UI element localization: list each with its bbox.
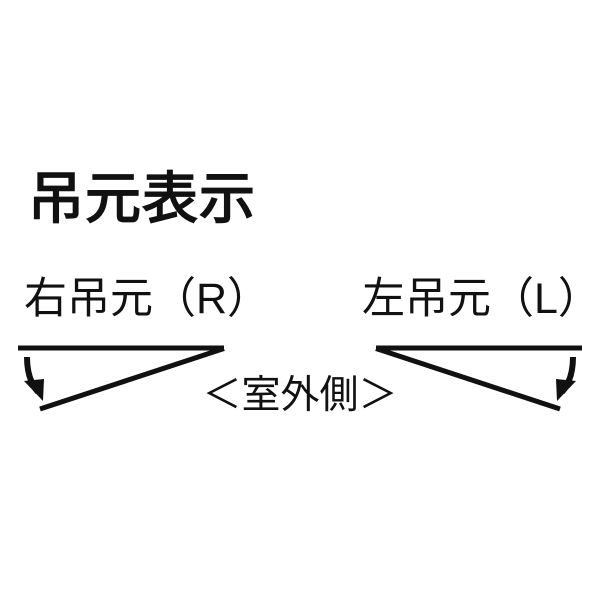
- exterior-side-caption: ＜室外側＞: [202, 374, 398, 417]
- right-hinge-panel-graphic: [18, 345, 225, 412]
- right-hinge-leaf-line: [39, 346, 225, 412]
- left-hinge-label: 左吊元（L）: [362, 275, 600, 323]
- right-hinge-swing-arrow-icon: [24, 356, 44, 401]
- left-hinge-panel-graphic: [375, 345, 582, 412]
- right-hinge-label: 右吊元（R）: [24, 275, 271, 323]
- left-hinge-swing-arrow-icon: [556, 356, 576, 401]
- page-title: 吊元表示: [28, 167, 256, 230]
- left-hinge-leaf-line: [375, 346, 561, 412]
